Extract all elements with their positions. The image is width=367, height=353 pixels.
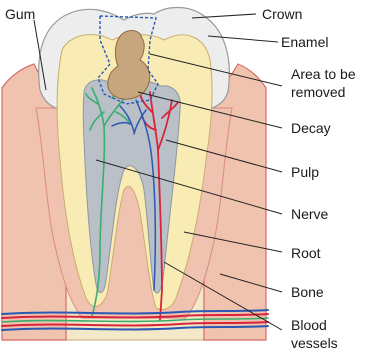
label-area-to-be-removed-line1: Area to be (291, 66, 356, 82)
label-blood-vessels-line1: Blood (291, 317, 327, 333)
label-enamel: Enamel (281, 34, 328, 50)
label-decay: Decay (291, 120, 331, 136)
label-nerve: Nerve (291, 206, 329, 222)
label-blood-vessels-line2: vessels (291, 335, 338, 351)
label-gum: Gum (5, 6, 35, 22)
label-area-to-be-removed-line2: removed (291, 84, 345, 100)
label-pulp: Pulp (291, 164, 319, 180)
label-root: Root (291, 245, 321, 261)
label-crown: Crown (262, 6, 302, 22)
label-bone: Bone (291, 284, 324, 300)
